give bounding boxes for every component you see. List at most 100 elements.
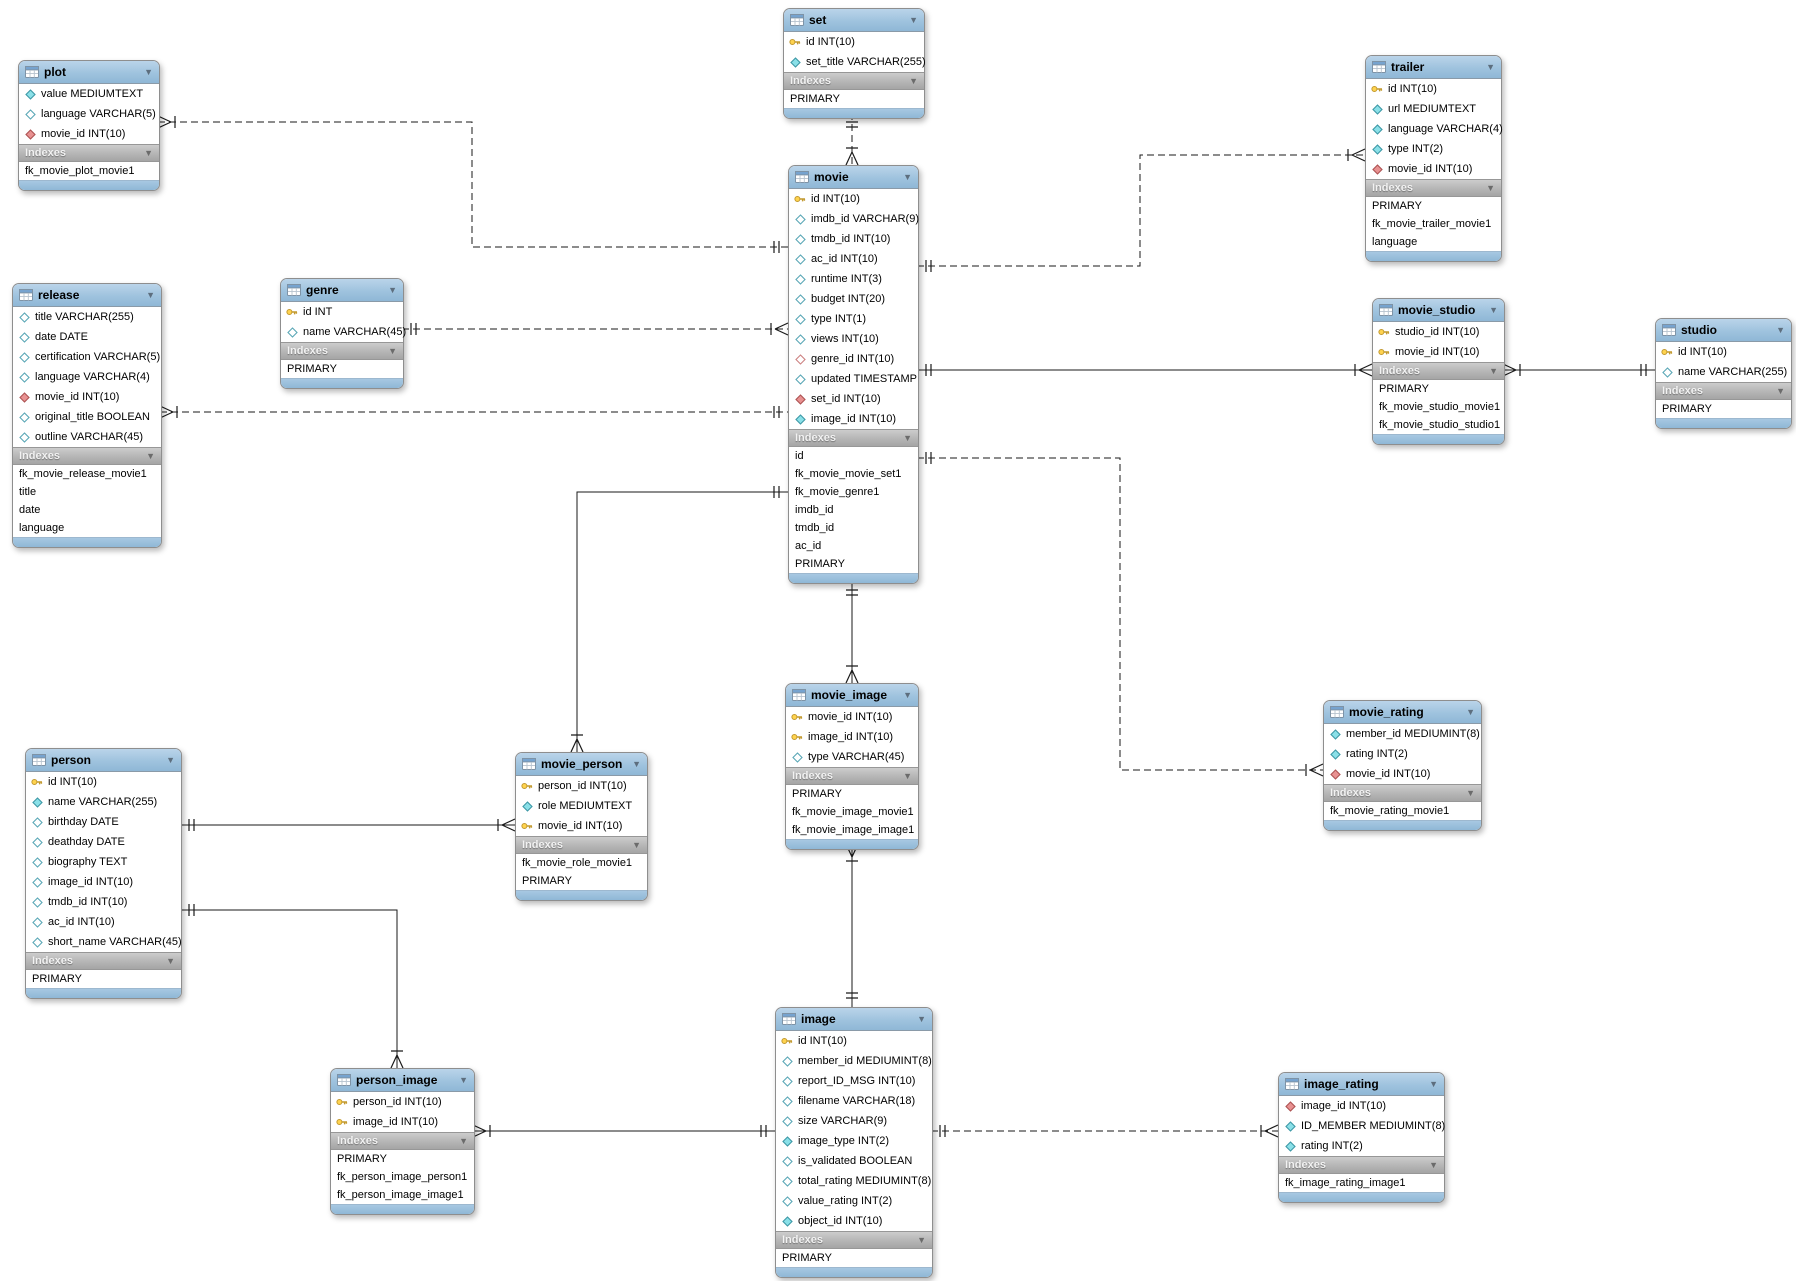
table-header[interactable]: person▼ (26, 749, 181, 772)
relationship-movie_studio-studio[interactable] (1502, 363, 1655, 377)
table-movie_person[interactable]: movie_person▼person_id INT(10)role MEDIU… (515, 752, 648, 901)
table-footer (786, 839, 918, 849)
table-header[interactable]: movie_studio▼ (1373, 299, 1504, 322)
collapse-arrow-icon[interactable]: ▼ (459, 1135, 468, 1146)
collapse-arrow-icon[interactable]: ▼ (144, 147, 153, 158)
table-set[interactable]: set▼id INT(10)set_title VARCHAR(255)Inde… (783, 8, 926, 119)
table-header[interactable]: plot▼ (19, 61, 159, 84)
index-row: PRIMARY (784, 90, 924, 108)
indexes-header[interactable]: Indexes▼ (516, 836, 647, 854)
collapse-arrow-icon[interactable]: ▼ (144, 66, 153, 77)
table-image[interactable]: image▼id INT(10)member_id MEDIUMINT(8)re… (775, 1007, 933, 1278)
indexes-header[interactable]: Indexes▼ (789, 429, 918, 447)
table-movie_rating[interactable]: movie_rating▼member_id MEDIUMINT(8)ratin… (1323, 700, 1482, 831)
relationship-person-movie_person[interactable] (180, 818, 516, 832)
collapse-arrow-icon[interactable]: ▼ (1429, 1159, 1438, 1170)
relationship-person-person_image[interactable] (180, 904, 404, 1069)
collapse-arrow-icon[interactable]: ▼ (1466, 706, 1475, 717)
collapse-arrow-icon[interactable]: ▼ (1489, 304, 1498, 315)
collapse-arrow-icon[interactable]: ▼ (388, 284, 397, 295)
table-header[interactable]: image_rating▼ (1279, 1073, 1444, 1096)
collapse-arrow-icon[interactable]: ▼ (903, 770, 912, 781)
collapse-arrow-icon[interactable]: ▼ (146, 450, 155, 461)
relationship-movie-movie_person[interactable] (570, 486, 788, 753)
collapse-arrow-icon[interactable]: ▼ (1429, 1078, 1438, 1089)
relationship-movie-movie_studio[interactable] (917, 363, 1373, 377)
table-movie[interactable]: movie▼id INT(10)imdb_id VARCHAR(9)tmdb_i… (788, 165, 919, 584)
table-header[interactable]: movie_rating▼ (1324, 701, 1481, 724)
collapse-arrow-icon[interactable]: ▼ (909, 14, 918, 25)
table-studio[interactable]: studio▼id INT(10)name VARCHAR(255)Indexe… (1655, 318, 1792, 429)
indexes-header[interactable]: Indexes▼ (1656, 382, 1791, 400)
collapse-arrow-icon[interactable]: ▼ (1776, 385, 1785, 396)
collapse-arrow-icon[interactable]: ▼ (166, 754, 175, 765)
collapse-arrow-icon[interactable]: ▼ (903, 171, 912, 182)
collapse-arrow-icon[interactable]: ▼ (917, 1234, 926, 1245)
relationship-person_image-image[interactable] (472, 1124, 775, 1138)
collapse-arrow-icon[interactable]: ▼ (1776, 324, 1785, 335)
table-movie_image[interactable]: movie_image▼movie_id INT(10)image_id INT… (785, 683, 919, 850)
table-person[interactable]: person▼id INT(10)name VARCHAR(255)birthd… (25, 748, 182, 999)
collapse-arrow-icon[interactable]: ▼ (903, 689, 912, 700)
field-list: person_id INT(10)image_id INT(10) (331, 1092, 474, 1132)
collapse-arrow-icon[interactable]: ▼ (632, 758, 641, 769)
table-header[interactable]: image▼ (776, 1008, 932, 1031)
table-header[interactable]: release▼ (13, 284, 161, 307)
indexes-header[interactable]: Indexes▼ (1373, 362, 1504, 380)
table-person_image[interactable]: person_image▼person_id INT(10)image_id I… (330, 1068, 475, 1215)
relationship-plot-movie[interactable] (157, 115, 788, 253)
collapse-arrow-icon[interactable]: ▼ (1466, 787, 1475, 798)
table-header[interactable]: trailer▼ (1366, 56, 1501, 79)
indexes-header[interactable]: Indexes▼ (1324, 784, 1481, 802)
table-header[interactable]: set▼ (784, 9, 924, 32)
collapse-arrow-icon[interactable]: ▼ (1486, 61, 1495, 72)
indexes-header[interactable]: Indexes▼ (281, 342, 403, 360)
indexes-header[interactable]: Indexes▼ (1366, 179, 1501, 197)
collapse-arrow-icon[interactable]: ▼ (166, 955, 175, 966)
collapse-arrow-icon[interactable]: ▼ (917, 1013, 926, 1024)
collapse-arrow-icon[interactable]: ▼ (632, 839, 641, 850)
collapse-arrow-icon[interactable]: ▼ (903, 432, 912, 443)
indexes-header[interactable]: Indexes▼ (331, 1132, 474, 1150)
indexes-header[interactable]: Indexes▼ (26, 952, 181, 970)
table-movie_studio[interactable]: movie_studio▼studio_id INT(10)movie_id I… (1372, 298, 1505, 445)
index-label: PRIMARY (795, 558, 845, 570)
indexes-header[interactable]: Indexes▼ (1279, 1156, 1444, 1174)
table-header[interactable]: movie_person▼ (516, 753, 647, 776)
relationship-movie-movie_rating[interactable] (917, 452, 1324, 777)
table-header[interactable]: studio▼ (1656, 319, 1791, 342)
field-label: title VARCHAR(255) (35, 311, 134, 323)
indexes-header[interactable]: Indexes▼ (13, 447, 161, 465)
relationship-release-movie[interactable] (159, 405, 788, 419)
collapse-arrow-icon[interactable]: ▼ (1489, 365, 1498, 376)
table-header[interactable]: movie_image▼ (786, 684, 918, 707)
index-row: fk_movie_image_image1 (786, 821, 918, 839)
relationship-movie-trailer[interactable] (917, 148, 1366, 272)
collapse-arrow-icon[interactable]: ▼ (909, 75, 918, 86)
table-header[interactable]: movie▼ (789, 166, 918, 189)
index-label: title (19, 486, 37, 498)
collapse-arrow-icon[interactable]: ▼ (459, 1074, 468, 1085)
relationship-movie-movie_image[interactable] (845, 581, 859, 684)
relationship-image-image_rating[interactable] (931, 1124, 1279, 1138)
table-header[interactable]: genre▼ (281, 279, 403, 302)
table-image_rating[interactable]: image_rating▼image_id INT(10)ID_MEMBER M… (1278, 1072, 1445, 1203)
column-notnull-icon (1371, 103, 1383, 115)
indexes-header[interactable]: Indexes▼ (786, 767, 918, 785)
table-header[interactable]: person_image▼ (331, 1069, 474, 1092)
relationship-genre-movie[interactable] (402, 322, 789, 336)
indexes-header[interactable]: Indexes▼ (19, 144, 159, 162)
relationship-movie_image-image[interactable] (845, 843, 859, 1007)
collapse-arrow-icon[interactable]: ▼ (1486, 182, 1495, 193)
field-label: size VARCHAR(9) (798, 1115, 888, 1127)
indexes-header[interactable]: Indexes▼ (776, 1231, 932, 1249)
collapse-arrow-icon[interactable]: ▼ (388, 345, 397, 356)
indexes-header[interactable]: Indexes▼ (784, 72, 924, 90)
relationship-set-movie[interactable] (845, 113, 859, 166)
index-label: fk_person_image_person1 (337, 1171, 468, 1183)
collapse-arrow-icon[interactable]: ▼ (146, 289, 155, 300)
